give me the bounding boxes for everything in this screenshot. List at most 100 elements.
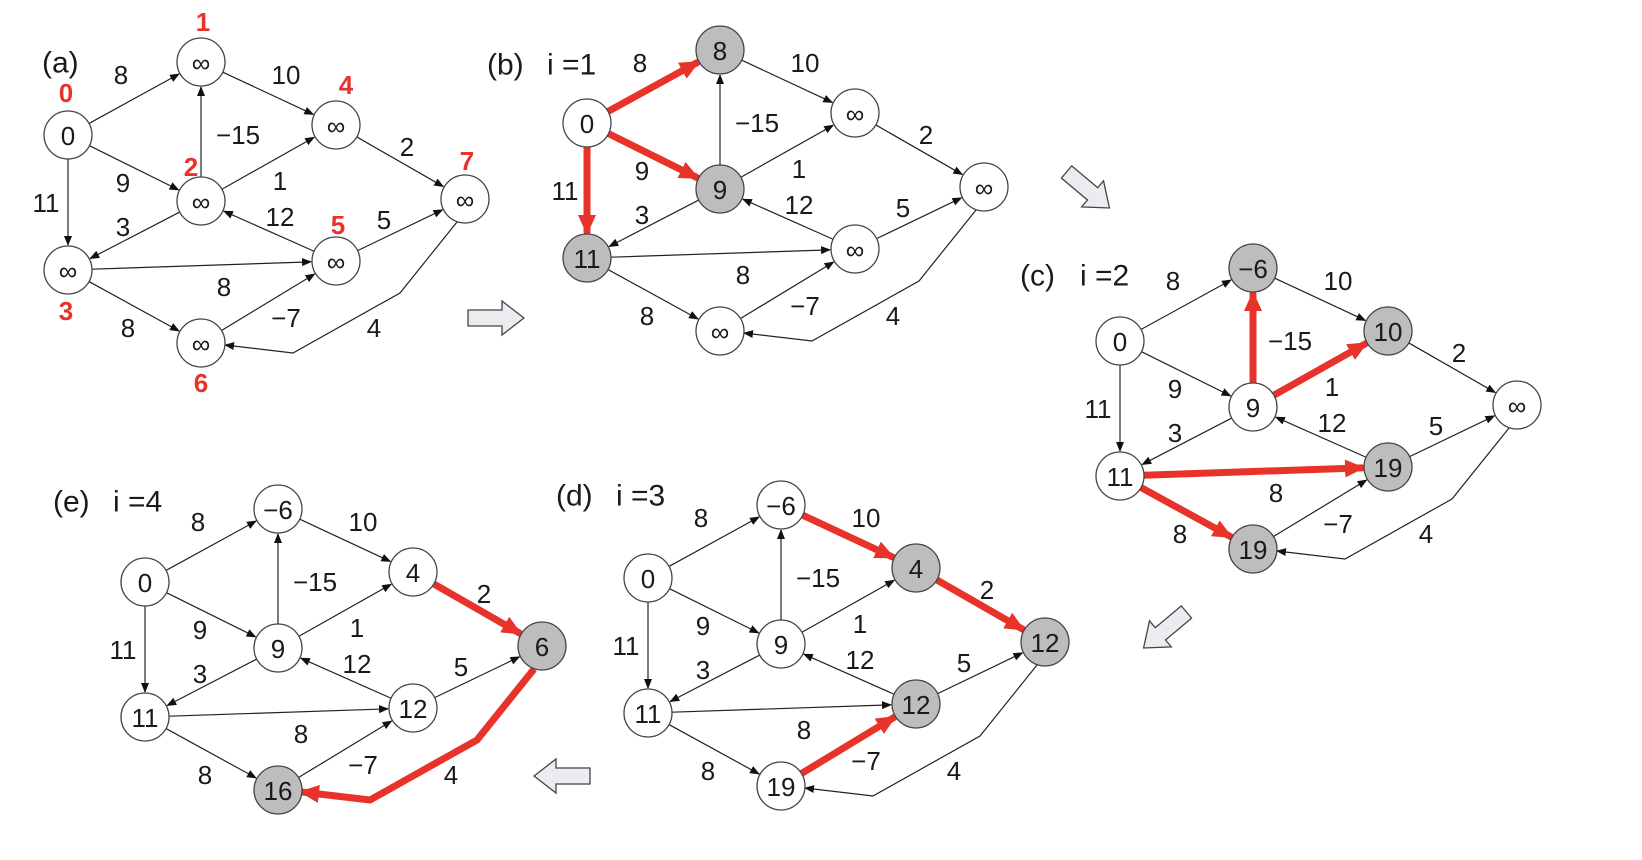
edge-weight-label: 5 — [377, 205, 391, 235]
edge-weight-label: 8 — [114, 60, 128, 90]
node-1 — [253, 484, 303, 534]
edge-weight-label: 12 — [785, 190, 814, 220]
edge-6-5-highlighted — [798, 713, 898, 778]
node-distance-label: ∞ — [192, 329, 211, 359]
node-6-updated — [253, 765, 303, 815]
edge-3-5 — [91, 258, 313, 270]
edge-weight-label: 9 — [116, 168, 130, 198]
edge-weight-label: 3 — [193, 659, 207, 689]
edge-4-7 — [875, 124, 964, 176]
edge-weight-label: −7 — [851, 746, 881, 776]
edge-5-2 — [802, 653, 895, 695]
edge-weight-label: 10 — [1324, 266, 1353, 296]
node-6 — [176, 318, 226, 368]
node-distance-label: 0 — [138, 568, 152, 598]
edge-weight-label: 8 — [1269, 478, 1283, 508]
node-distance-label: ∞ — [1508, 391, 1527, 421]
panel-label: (e) — [53, 486, 90, 519]
node-4 — [830, 88, 880, 138]
node-3-updated — [562, 233, 612, 283]
edge-weight-label: 3 — [1168, 418, 1182, 448]
edge-0-1 — [88, 73, 180, 124]
node-2 — [253, 623, 303, 673]
node-distance-label: 10 — [1374, 317, 1403, 347]
node-6-updated — [1228, 524, 1278, 574]
edge-2-4 — [221, 136, 316, 190]
node-0 — [623, 553, 673, 603]
node-index-label: 4 — [339, 70, 354, 100]
edge-0-1 — [165, 520, 257, 571]
edge-1-4-highlighted — [799, 511, 896, 561]
edge-weight-label: 4 — [947, 756, 961, 786]
node-7 — [1492, 380, 1542, 430]
panel-label: (d) — [556, 480, 593, 513]
iteration-label: i =1 — [547, 49, 596, 82]
node-index-label: 2 — [184, 152, 198, 182]
node-index-label: 7 — [460, 146, 474, 176]
edge-weight-label: 9 — [1168, 374, 1182, 404]
node-5 — [388, 683, 438, 733]
node-distance-label: ∞ — [711, 317, 730, 347]
node-distance-label: 12 — [399, 694, 428, 724]
edge-weight-label: 10 — [272, 60, 301, 90]
node-distance-label: 11 — [1107, 462, 1134, 492]
edge-weight-label: −15 — [735, 108, 779, 138]
edge-weight-label: −7 — [271, 303, 301, 333]
node-5 — [311, 236, 361, 286]
edge-weight-label: 8 — [121, 313, 135, 343]
edge-weight-label: 2 — [477, 579, 491, 609]
edge-6-5 — [221, 273, 316, 332]
iteration-label: i =4 — [113, 486, 162, 519]
edge-0-1 — [668, 516, 760, 567]
node-distance-label: 9 — [774, 630, 788, 660]
edge-2-4 — [801, 579, 896, 633]
node-distance-label: ∞ — [846, 235, 865, 265]
node-distance-label: ∞ — [59, 256, 78, 286]
node-distance-label: ∞ — [192, 48, 211, 78]
node-distance-label: −6 — [263, 495, 293, 525]
edge-weight-label: 12 — [1318, 408, 1347, 438]
edge-weight-label: 2 — [400, 132, 414, 162]
edge-4-7-highlighted — [933, 576, 1026, 633]
edge-7-6-highlighted — [299, 666, 537, 804]
node-distance-label: 12 — [902, 690, 931, 720]
node-distance-label: 8 — [713, 36, 727, 66]
edge-weight-label: 10 — [791, 48, 820, 78]
edge-weight-label: 11 — [110, 635, 137, 665]
node-0 — [1095, 316, 1145, 366]
edge-weight-label: 4 — [367, 313, 381, 343]
edge-weight-label: 9 — [193, 615, 207, 645]
edge-weight-label: 1 — [853, 609, 867, 639]
edge-weight-label: 1 — [792, 154, 806, 184]
edge-weight-label: 2 — [1452, 338, 1466, 368]
edge-weight-label: 4 — [886, 301, 900, 331]
node-distance-label: 0 — [61, 121, 75, 151]
node-distance-label: 19 — [767, 772, 796, 802]
node-distance-label: 0 — [1113, 327, 1127, 357]
edge-0-1-highlighted — [604, 59, 701, 115]
node-4-updated — [891, 543, 941, 593]
edge-weight-label: 11 — [1085, 394, 1112, 424]
node-6 — [756, 761, 806, 811]
edge-5-7 — [1409, 415, 1496, 458]
node-distance-label: 11 — [635, 699, 662, 729]
node-3 — [43, 245, 93, 295]
edge-2-3 — [669, 654, 760, 703]
edge-7-6 — [743, 209, 977, 342]
edge-0-1 — [1140, 279, 1232, 330]
edge-0-2 — [89, 145, 180, 191]
edge-weight-label: 8 — [217, 272, 231, 302]
edge-weight-label: 12 — [266, 202, 295, 232]
edge-weight-label: −7 — [790, 291, 820, 321]
edge-weight-label: 5 — [1429, 411, 1443, 441]
edge-2-3 — [1141, 417, 1232, 466]
edge-5-7 — [357, 209, 444, 252]
node-distance-label: −6 — [1238, 254, 1268, 284]
panel-label: (c) — [1020, 260, 1055, 293]
